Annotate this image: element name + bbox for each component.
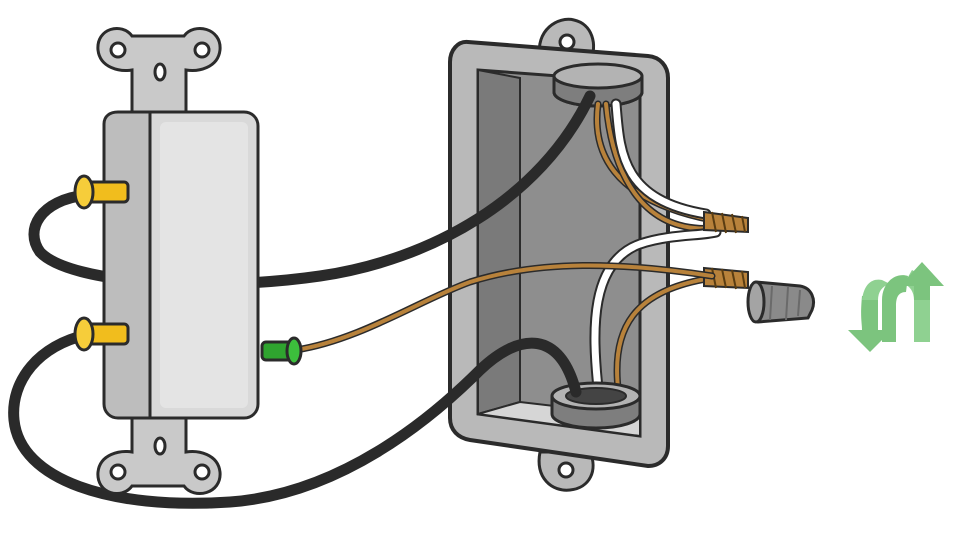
switch-face-highlight — [160, 122, 248, 408]
black-load-wire — [8, 329, 582, 509]
switch-top-hole-right — [193, 41, 211, 59]
switch-body-side — [102, 110, 152, 420]
wire-nut — [746, 280, 815, 324]
brass-terminal-top — [73, 174, 130, 210]
brass-terminal-bottom — [73, 316, 130, 352]
switch-bottom-hole-left — [109, 463, 127, 481]
twist-arrow-icon — [848, 262, 944, 352]
switch-top-slot — [153, 62, 167, 82]
twisted-splice-upper — [703, 210, 749, 234]
top-knockout-clamp-top — [552, 62, 644, 90]
bare-ground-wire-top-2-fill — [604, 102, 718, 231]
white-neutral-wire-bottom-fill — [591, 228, 720, 392]
switch-bottom-slot — [153, 436, 167, 456]
bottom-knockout-clamp — [550, 381, 642, 430]
light-switch — [73, 27, 303, 495]
white-neutral-wire-top-fill — [612, 100, 710, 218]
bare-ground-wire-bottom-fill — [615, 276, 714, 390]
switch-bottom-hole-right — [193, 463, 211, 481]
box-top-ear-hole — [558, 33, 576, 51]
box-bottom-ear-hole — [557, 461, 575, 479]
green-ground-terminal — [260, 336, 303, 366]
switch-top-hole-left — [109, 41, 127, 59]
ground-wire-to-box-fill — [294, 263, 714, 352]
